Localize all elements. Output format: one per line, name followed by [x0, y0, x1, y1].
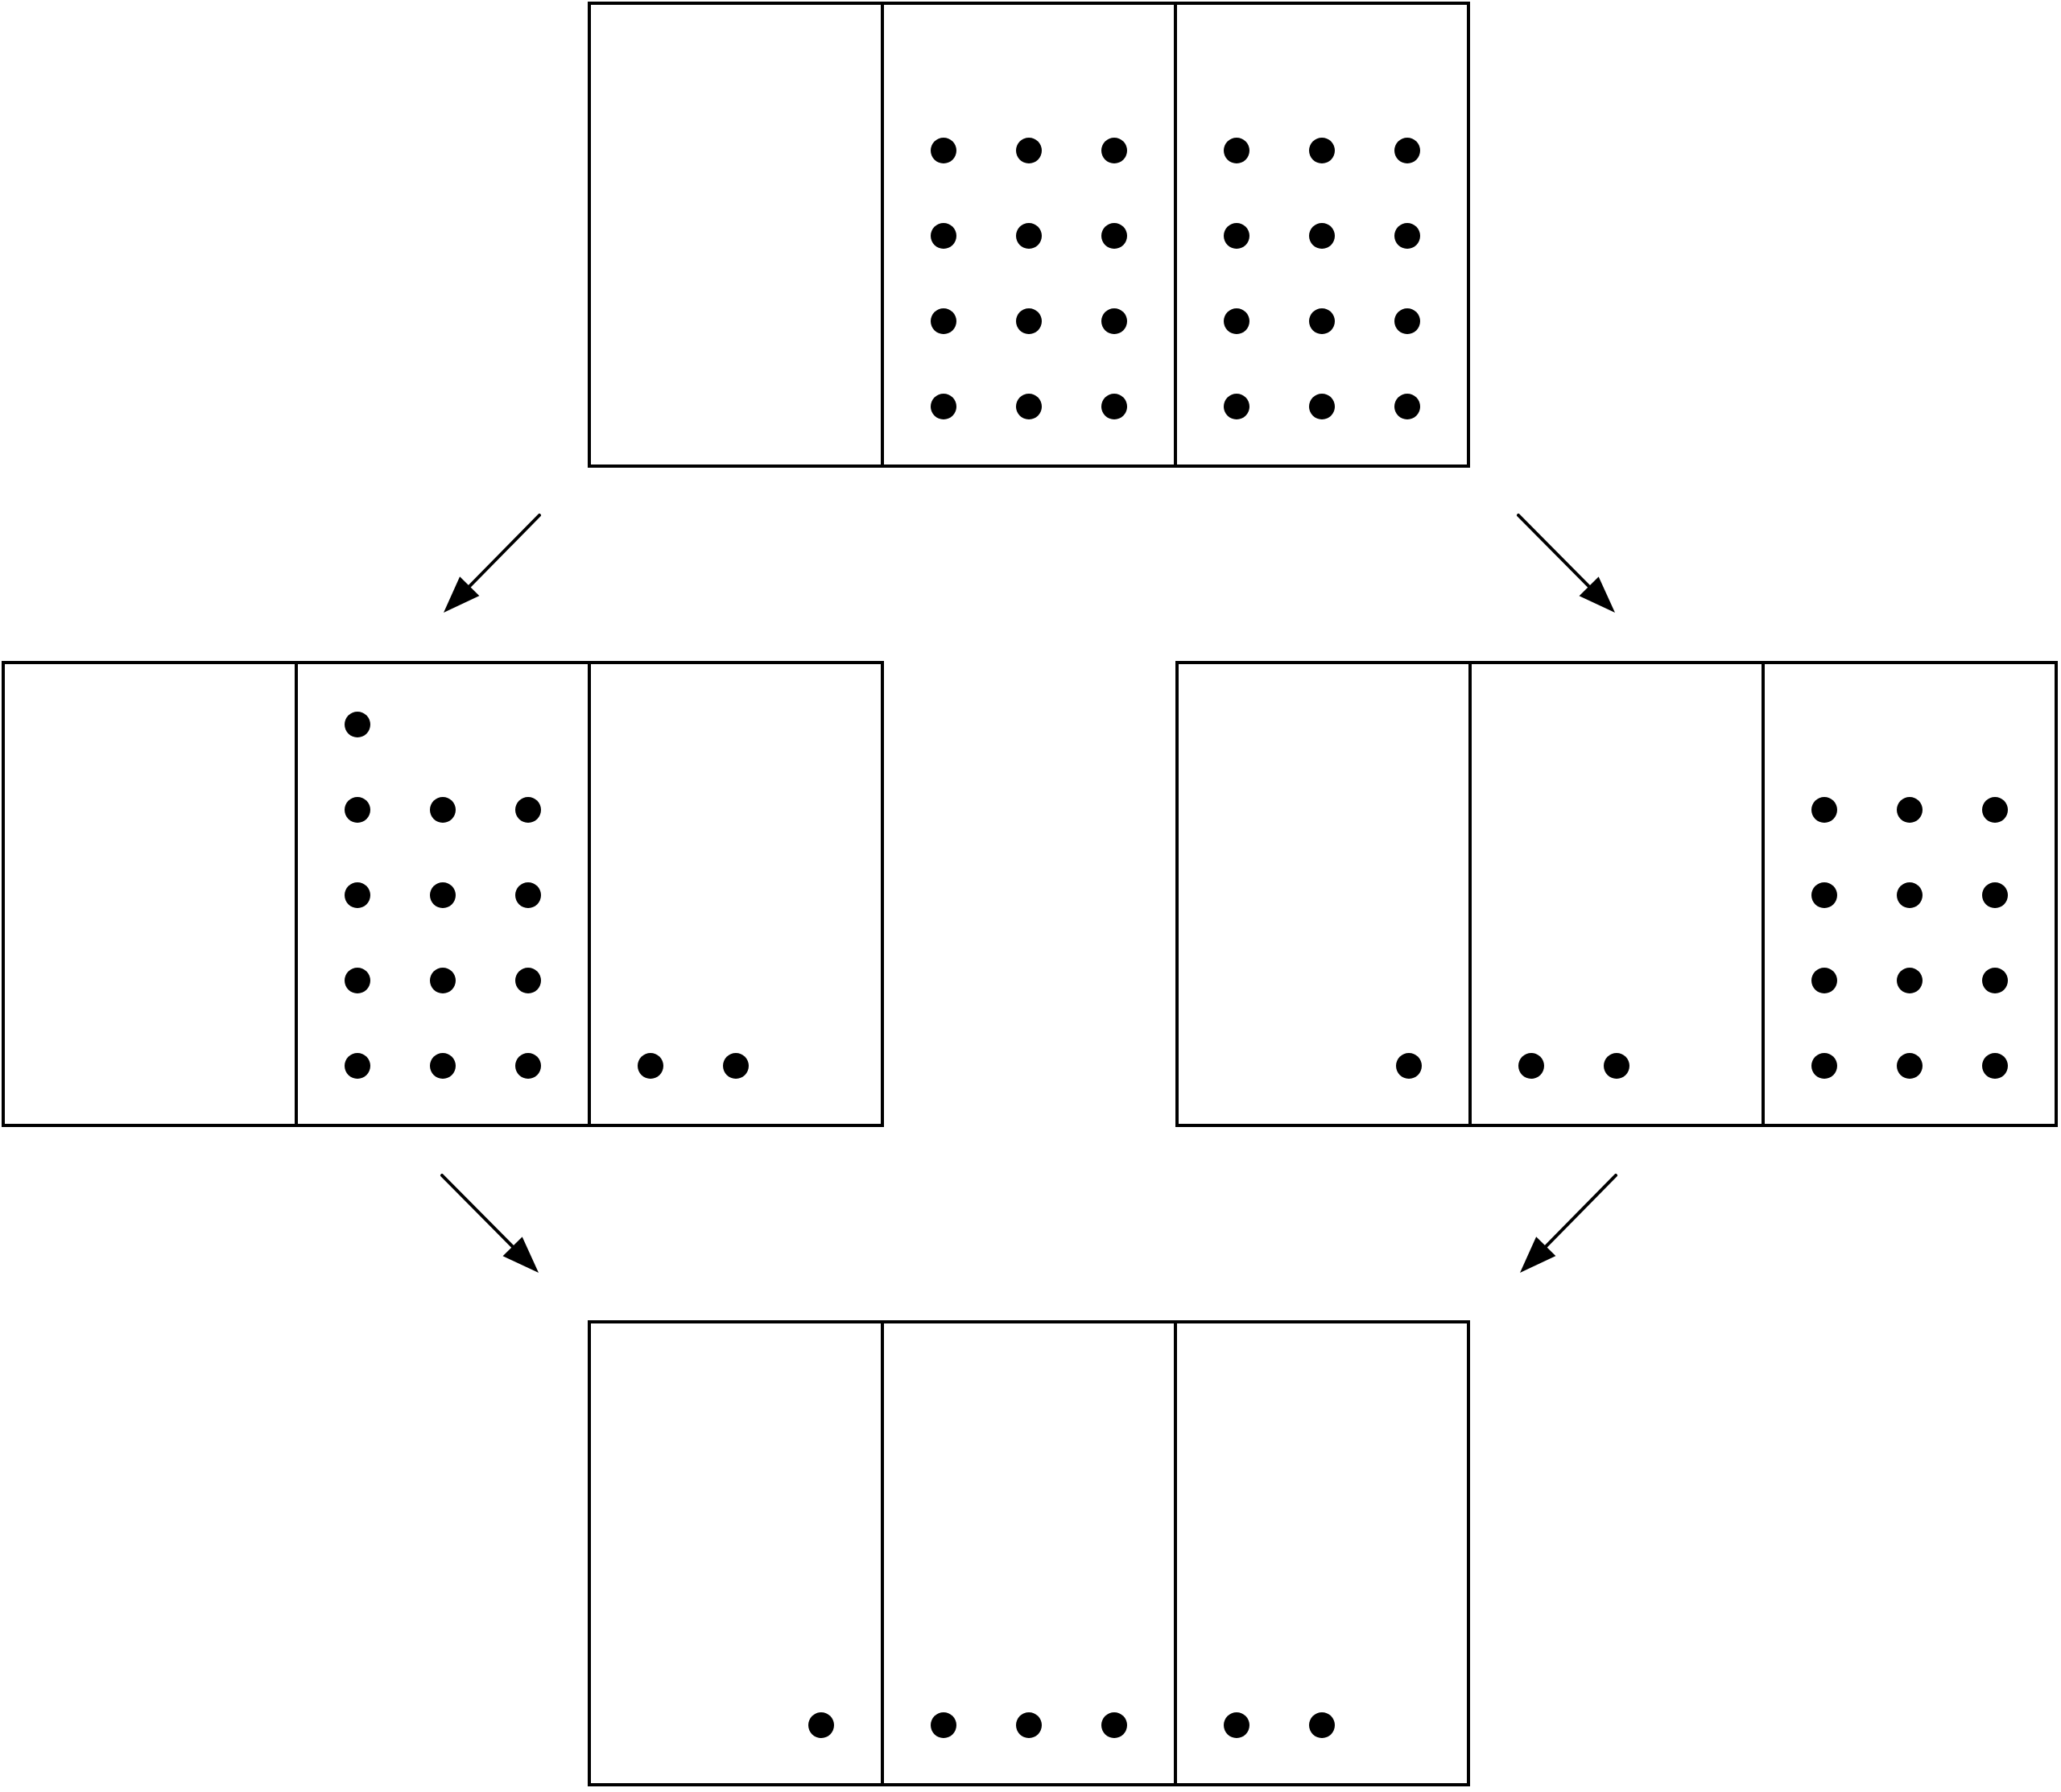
dot [1101, 223, 1127, 249]
dot [1394, 394, 1420, 419]
dot [1016, 1712, 1042, 1738]
dot [1309, 308, 1335, 334]
compartment-3 [1762, 661, 2008, 1127]
dot [515, 1053, 541, 1079]
dot [345, 968, 370, 993]
dot [1811, 882, 1837, 908]
dot [1224, 1712, 1249, 1738]
dot [1394, 223, 1420, 249]
dot [1982, 968, 2008, 993]
arrow-shaft [1541, 1174, 1617, 1252]
compartment-2 [881, 2, 1127, 468]
dot [430, 882, 456, 908]
compartment-1 [1396, 1053, 1422, 1079]
arrowhead [1520, 1237, 1556, 1273]
dot [1016, 308, 1042, 334]
dot [515, 882, 541, 908]
dot [1016, 394, 1042, 419]
dot [1101, 1712, 1127, 1738]
dot [1101, 308, 1127, 334]
compartment-3 [588, 661, 749, 1127]
arrowhead [444, 576, 480, 613]
compartment-1 [808, 1712, 834, 1738]
arrowhead [502, 1237, 539, 1273]
dot [1604, 1053, 1629, 1079]
dot [1224, 394, 1249, 419]
dot [1897, 968, 1923, 993]
dot [1309, 223, 1335, 249]
dot [1897, 797, 1923, 823]
arrowhead [1579, 576, 1615, 613]
dot [1897, 1053, 1923, 1079]
dot [638, 1053, 663, 1079]
dot [1396, 1053, 1422, 1079]
dot [1394, 138, 1420, 163]
dot [931, 308, 956, 334]
dot [1224, 138, 1249, 163]
arrows-layer [440, 514, 1617, 1273]
compartment-2 [295, 661, 541, 1127]
dot [1982, 797, 2008, 823]
box-outline [588, 1320, 1470, 1786]
dot [808, 1712, 834, 1738]
dot [1224, 308, 1249, 334]
arrow-middle-right-to-bottom [1520, 1174, 1617, 1273]
dot [345, 797, 370, 823]
dot [345, 712, 370, 737]
dot [1897, 882, 1923, 908]
dot [1016, 223, 1042, 249]
dot [1982, 1053, 2008, 1079]
middle-left-box [2, 661, 884, 1127]
compartment-2 [881, 1320, 1127, 1786]
dot [1224, 223, 1249, 249]
dot [1518, 1053, 1544, 1079]
dot [1394, 308, 1420, 334]
bottom-box [588, 1320, 1470, 1786]
dot [515, 797, 541, 823]
arrow-top-to-middle-left [444, 514, 541, 613]
dot [1101, 394, 1127, 419]
dot [723, 1053, 749, 1079]
compartment-3 [1174, 2, 1420, 468]
dot [345, 882, 370, 908]
dot [515, 968, 541, 993]
dot [931, 1712, 956, 1738]
dot [1309, 394, 1335, 419]
box-outline [588, 2, 1470, 468]
arrow-middle-left-to-bottom [440, 1174, 539, 1273]
compartment-2 [1468, 661, 1629, 1127]
compartment-3 [1174, 1320, 1335, 1786]
dot [931, 223, 956, 249]
box-outline [1175, 661, 2058, 1127]
dot [1982, 882, 2008, 908]
dot [931, 138, 956, 163]
dot [1309, 1712, 1335, 1738]
dot [1811, 797, 1837, 823]
arrow-top-to-middle-right [1517, 514, 1615, 613]
dot [1016, 138, 1042, 163]
dot [1811, 1053, 1837, 1079]
middle-right-box [1175, 661, 2058, 1127]
dot [430, 797, 456, 823]
dot [1309, 138, 1335, 163]
top-box [588, 2, 1470, 468]
box-outline [2, 661, 884, 1127]
dot [1101, 138, 1127, 163]
dot [430, 1053, 456, 1079]
arrow-shaft [1517, 514, 1594, 592]
arrow-shaft [440, 1174, 518, 1252]
dot [345, 1053, 370, 1079]
arrow-shaft [465, 514, 541, 592]
dot [1811, 968, 1837, 993]
dot [430, 968, 456, 993]
dot [931, 394, 956, 419]
